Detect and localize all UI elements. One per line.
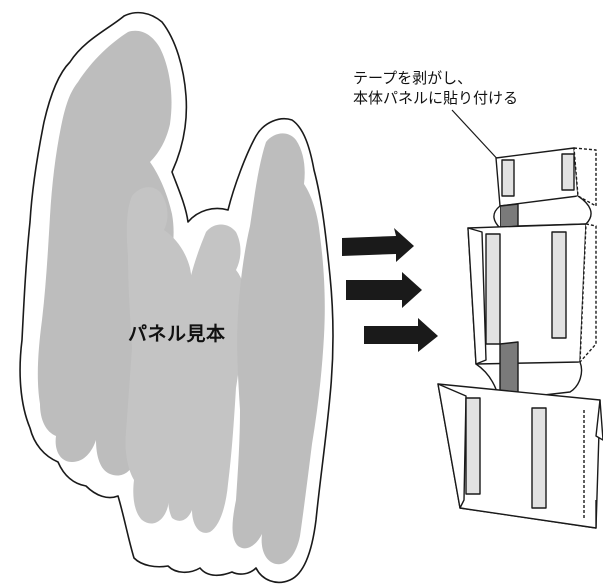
stand-tape-strip <box>501 159 515 197</box>
stand-middle-flap <box>579 223 597 363</box>
arrow-icon <box>346 272 422 308</box>
panel-sample-label: パネル見本 <box>128 323 226 345</box>
callout-line-1: テープを剥がし、 <box>353 69 473 87</box>
stand-base-wing <box>437 383 467 509</box>
callout-line-2: 本体パネルに貼り付ける <box>353 89 519 107</box>
stand-tape-strip <box>465 397 481 495</box>
arrows <box>342 228 438 352</box>
panel-stand <box>437 147 603 529</box>
stand-tape-strip <box>561 153 575 191</box>
stand-tape-strip <box>485 233 501 345</box>
family-panel <box>19 11 334 584</box>
stand-band <box>499 203 519 229</box>
stand-tape-strip <box>551 231 567 339</box>
callout-leader-line <box>451 109 503 165</box>
arrow-icon <box>342 228 414 262</box>
stand-middle-side <box>467 227 487 365</box>
stand-base-front <box>595 399 603 441</box>
silhouette-mother <box>232 133 325 565</box>
silhouette-child-girl <box>168 224 247 533</box>
callout-text: テープを剥がし、 本体パネルに貼り付ける <box>353 68 518 108</box>
silhouette-child-boy <box>125 187 193 524</box>
arrow-icon <box>364 318 438 352</box>
stand-base-bottom <box>459 500 597 529</box>
stand-tape-strip <box>531 407 547 509</box>
stand-top-flap <box>573 147 597 207</box>
